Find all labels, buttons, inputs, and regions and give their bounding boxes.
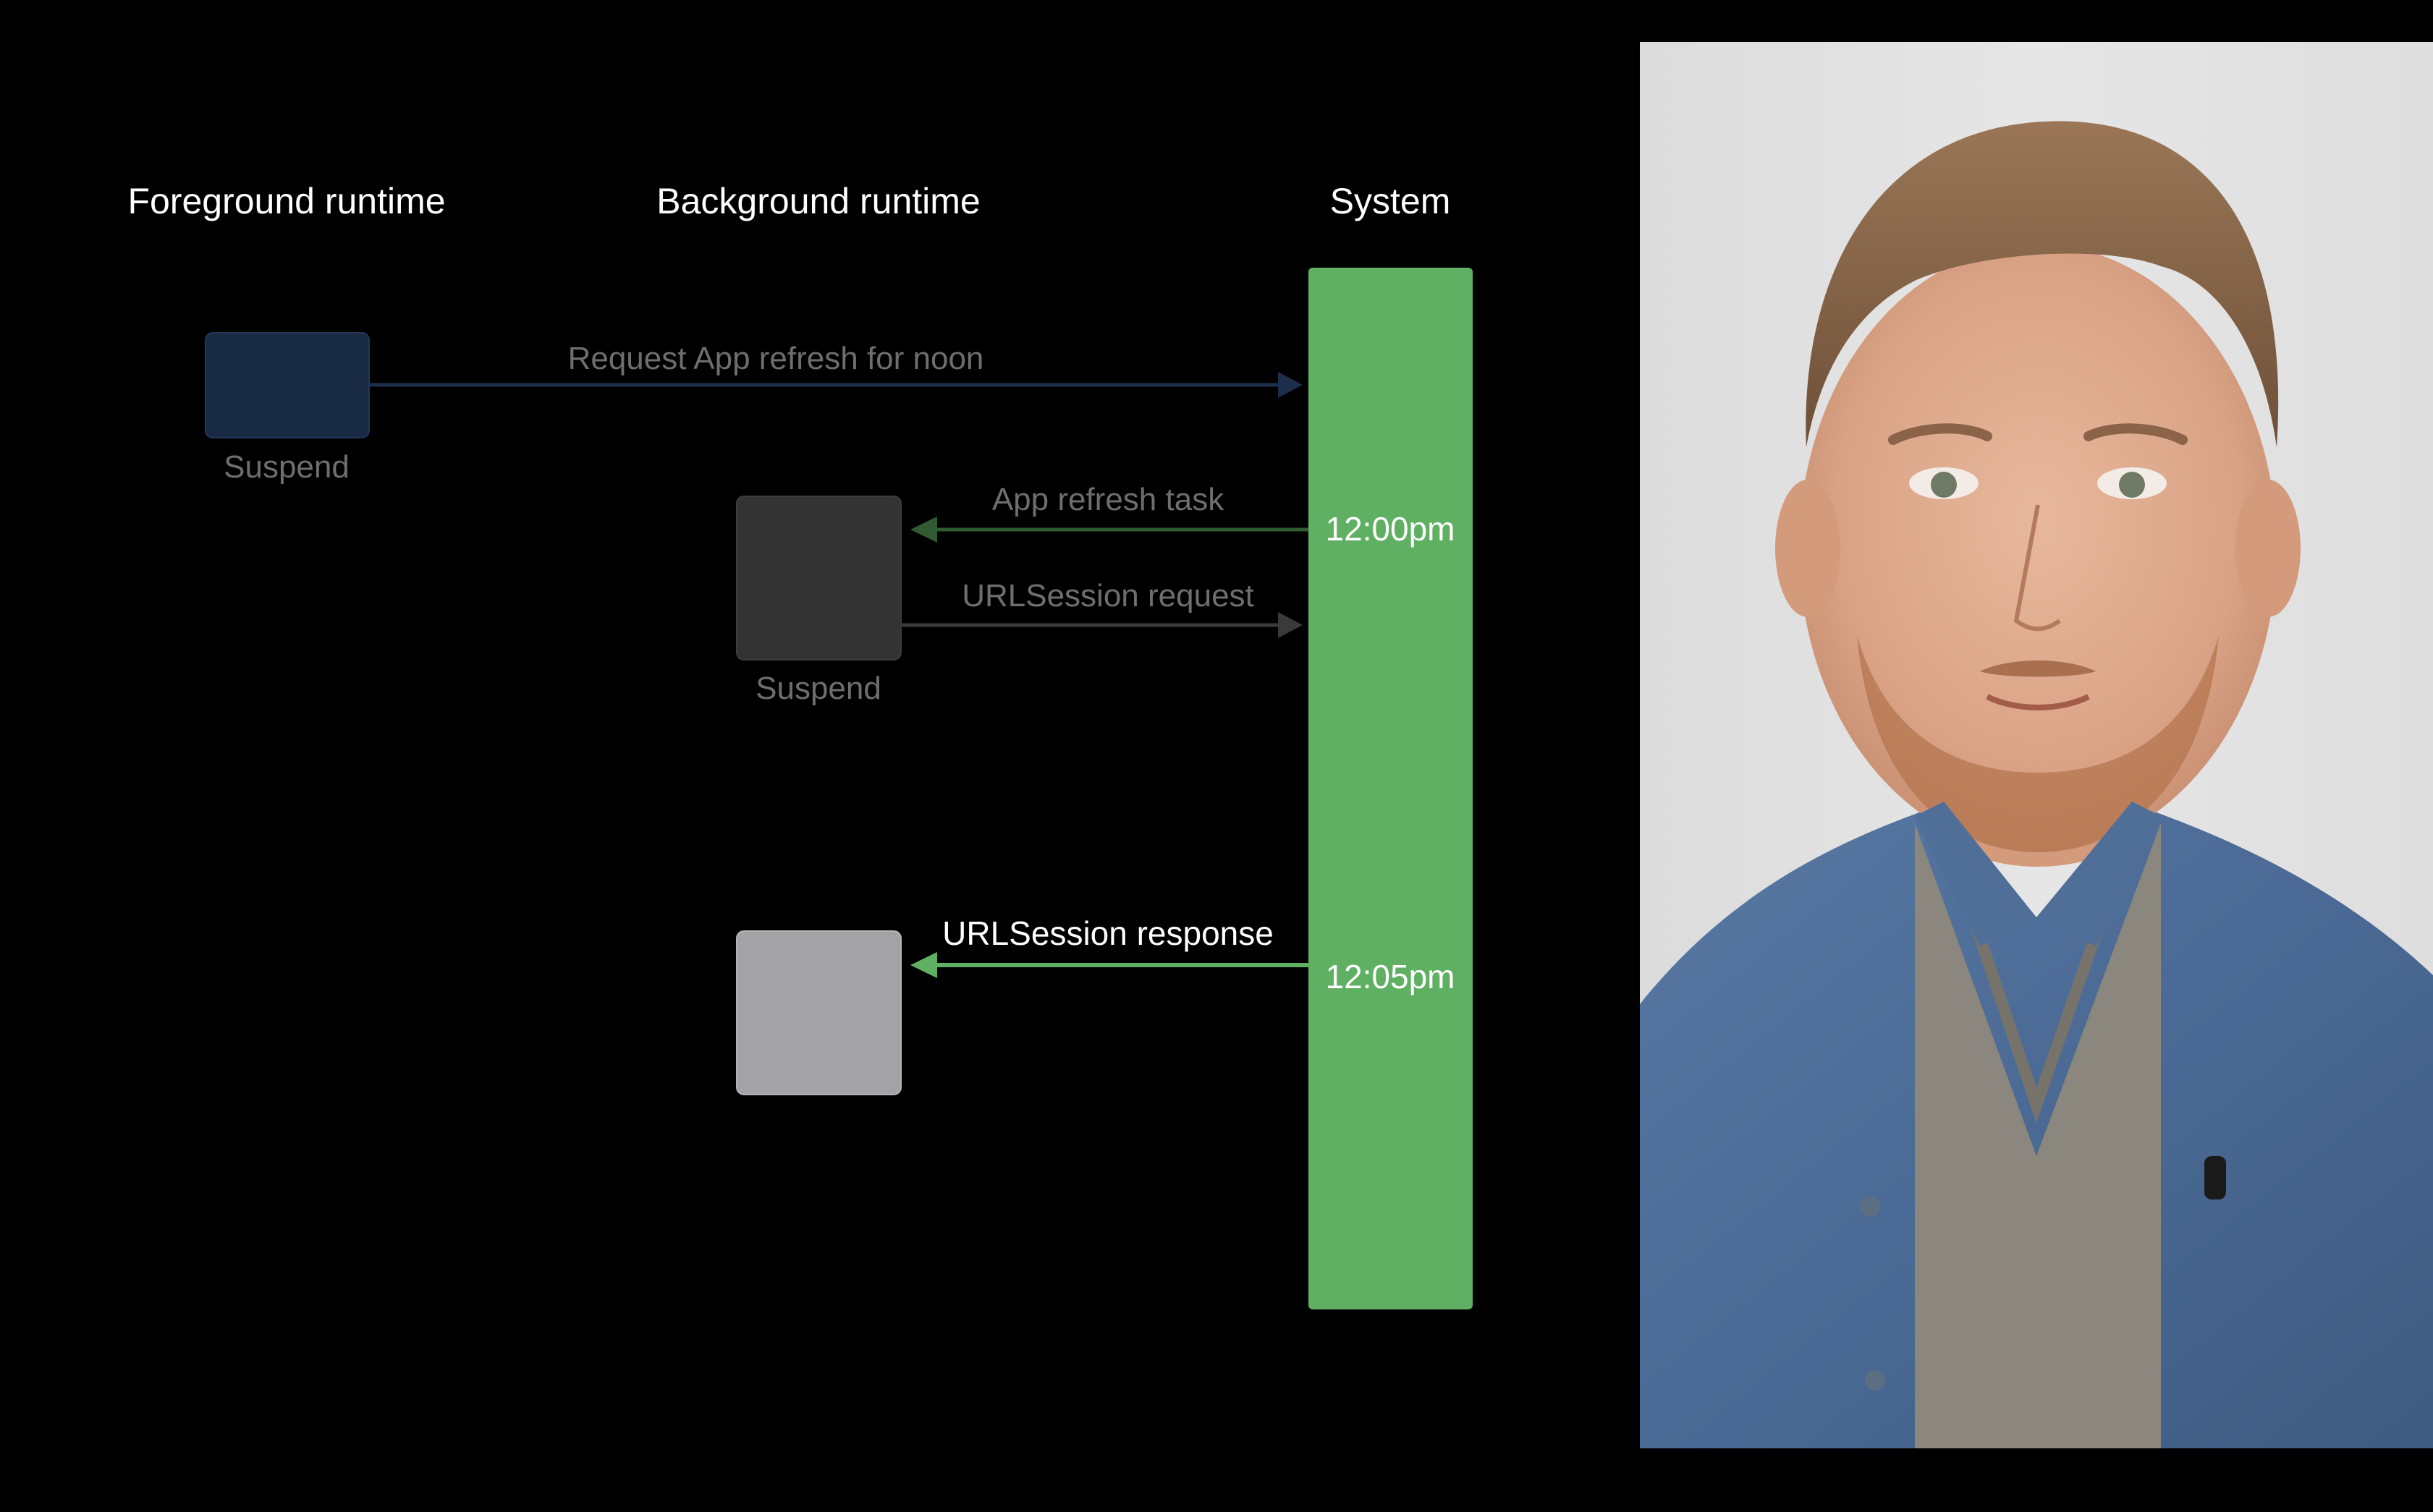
presenter-shirt (1640, 809, 2433, 1448)
presenter-video-frame (1640, 42, 2433, 1448)
urlsession-request-arrowhead (1278, 612, 1303, 638)
system-timeline-bar (1308, 268, 1473, 1309)
foreground-suspend-label: Suspend (224, 449, 350, 485)
app-refresh-task-arrowhead (910, 517, 937, 543)
urlsession-request-label: URLSession request (962, 578, 1254, 613)
column-header-foreground: Foreground runtime (127, 181, 445, 221)
urlsession-response-arrowhead (910, 952, 937, 978)
urlsession-response-label: URLSession response (942, 914, 1274, 952)
column-header-system: System (1330, 181, 1451, 221)
request-refresh-arrowhead (1278, 372, 1303, 398)
presenter-beard (1857, 635, 2219, 852)
time-label-noon: 12:00pm (1325, 510, 1455, 548)
presenter-face (1799, 245, 2277, 852)
presenter-hair (1806, 121, 2279, 448)
background-suspend-label: Suspend (756, 671, 881, 706)
request-refresh-label: Request App refresh for noon (568, 341, 984, 376)
background-app-box-active (736, 930, 902, 1095)
presenter-illustration (1640, 121, 2433, 1448)
app-refresh-task-label: App refresh task (992, 482, 1224, 517)
time-label-five-past: 12:05pm (1325, 958, 1455, 995)
background-task-diagram: Foreground runtime Background runtime Sy… (127, 181, 1473, 1309)
presenter-tshirt (1915, 823, 2161, 1448)
foreground-app-box (205, 332, 370, 438)
background-app-box-suspended (736, 496, 902, 661)
column-header-background: Background runtime (656, 181, 980, 221)
